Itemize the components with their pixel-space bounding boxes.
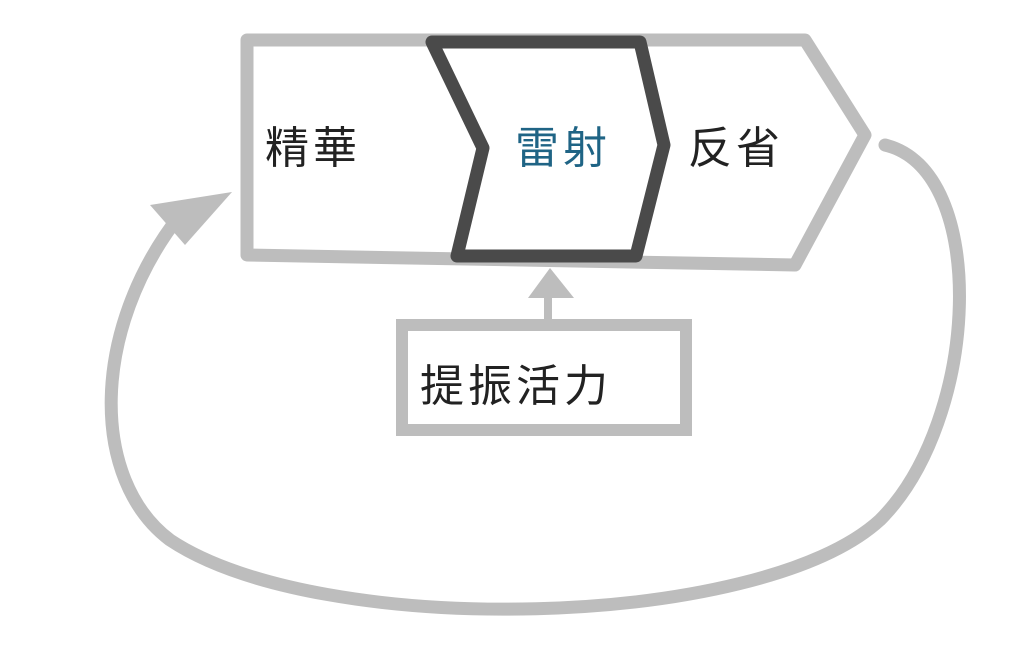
highlight-segment xyxy=(425,35,671,263)
stage-label-essence: 精華 xyxy=(265,123,361,174)
input-box-frame xyxy=(396,319,692,436)
stage-label-laser: 雷射 xyxy=(515,123,611,174)
input-box-label: 提振活力 xyxy=(420,361,612,412)
feedback-loop-arrow xyxy=(104,138,966,616)
process-frame xyxy=(240,33,872,272)
stage-label-reflect: 反省 xyxy=(688,123,784,174)
up-arrowhead xyxy=(528,268,574,298)
loop-arrowhead xyxy=(150,192,232,245)
